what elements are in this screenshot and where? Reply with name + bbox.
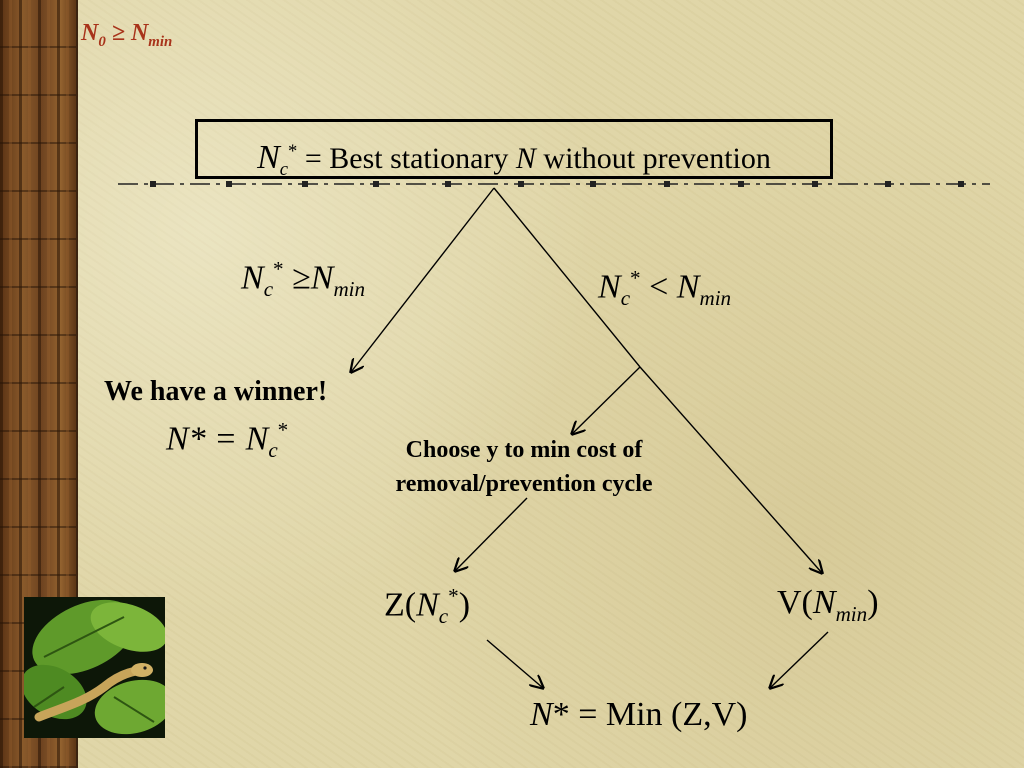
- arrow-z-to-result: [486, 639, 543, 688]
- z-node: Z(Nc*): [384, 584, 471, 629]
- right-branch-condition: Nc* < Nmin: [598, 266, 732, 311]
- wood-side-panel: [0, 0, 78, 768]
- arrow-to-v-node: [639, 366, 822, 573]
- arrow-v-to-result: [770, 631, 829, 688]
- choose-y-label: Choose y to min cost of removal/preventi…: [395, 437, 653, 497]
- arrow-to-z-node: [455, 497, 528, 571]
- corner-condition-label: N0 ≥ Nmin: [81, 20, 173, 50]
- line-to-right-branch: [493, 187, 641, 368]
- winner-equation: N* = Nc*: [166, 418, 289, 463]
- winner-heading: We have a winner!: [104, 376, 328, 407]
- best-stationary-box: Nc* = Best stationary N without preventi…: [195, 119, 833, 180]
- left-branch-condition: Nc* ≥Nmin: [241, 257, 366, 302]
- result-equation: N* = Min (Z,V): [530, 696, 748, 733]
- snake-leaves-photo: [24, 597, 165, 738]
- arrow-to-choose: [572, 366, 641, 434]
- arrow-to-winner: [351, 187, 495, 372]
- v-node: V(Nmin): [777, 584, 879, 626]
- dashed-divider: [118, 181, 990, 187]
